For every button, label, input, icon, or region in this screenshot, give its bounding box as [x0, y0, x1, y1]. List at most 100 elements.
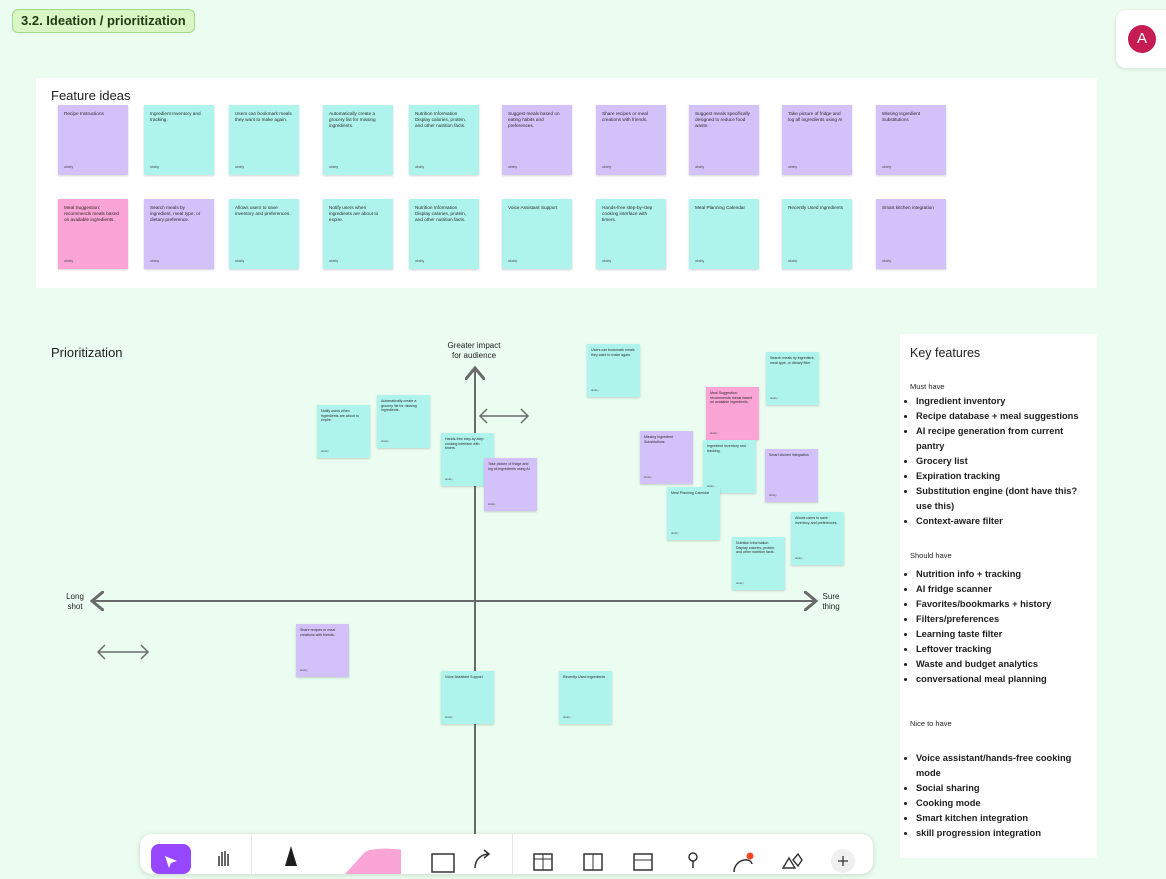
- sticky-note-author: ababy: [882, 165, 892, 169]
- sticky-note[interactable]: Share recipes or meal creations with fri…: [596, 105, 666, 175]
- sticky-note[interactable]: Automatically create a grocery list for …: [323, 105, 393, 175]
- sticky-note-text: Missing Ingredient Substitutions: [882, 111, 921, 122]
- marker-icon[interactable]: [280, 844, 302, 866]
- sticky-note[interactable]: Users can bookmark meals they want to ma…: [587, 344, 640, 397]
- sticky-note[interactable]: Ingredient Inventory and tracking. ababy: [144, 105, 214, 175]
- feature-list-item: skill progression integration: [916, 826, 1092, 841]
- axis-label-top: Greater impact for audience: [447, 341, 501, 360]
- must-have-label: Must have: [910, 382, 945, 391]
- sticky-note[interactable]: Nutrition Information Display calories, …: [409, 105, 479, 175]
- sticky-note-text: Hands-free step-by-step cooking interfac…: [445, 437, 484, 451]
- sticky-note[interactable]: Nutrition Information Display calories, …: [409, 199, 479, 269]
- feature-list-item: Expiration tracking: [916, 469, 1092, 484]
- feature-list-item: Nutrition info + tracking: [916, 567, 1092, 582]
- sticky-note[interactable]: Suggest meals specifically designed to r…: [689, 105, 759, 175]
- sticky-note[interactable]: Suggest meals based on eating habits and…: [502, 105, 572, 175]
- sticky-note-author: ababy: [445, 715, 453, 720]
- sticky-note-author: ababy: [150, 259, 160, 263]
- sticky-note-author: ababy: [150, 165, 160, 169]
- sticky-note[interactable]: Voice Assistant Support ababy: [441, 671, 494, 724]
- feature-list-item: Favorites/bookmarks + history: [916, 597, 1092, 612]
- stamp-icon[interactable]: [682, 850, 704, 872]
- sticky-note[interactable]: Meal Suggestion: recommends meals based …: [58, 199, 128, 269]
- sticky-note[interactable]: Take picture of fridge and log all ingre…: [484, 458, 537, 511]
- double-arrow-left: [96, 644, 150, 660]
- sticky-note-text: Suggest meals based on eating habits and…: [508, 111, 560, 128]
- sticky-note-text: Hands-free step-by-step cooking interfac…: [602, 205, 653, 222]
- sticky-note-text: Ingredient Inventory and tracking.: [150, 111, 201, 122]
- sticky-note-author: ababy: [671, 531, 679, 536]
- sticky-note-author: ababy: [710, 431, 718, 436]
- toolbar-separator: [251, 834, 252, 874]
- section-icon[interactable]: [582, 852, 604, 874]
- nice-to-have-label: Nice to have: [910, 719, 952, 728]
- move-icon[interactable]: [151, 844, 191, 874]
- highlighter-icon[interactable]: [345, 846, 403, 874]
- feature-list-item: Learning taste filter: [916, 627, 1092, 642]
- sticky-note[interactable]: Ingredient Inventory and tracking.ababy: [703, 440, 756, 493]
- sticky-note[interactable]: Allows users to save inventory and prefe…: [229, 199, 299, 269]
- sticky-note-text: Suggest meals specifically designed to r…: [695, 111, 750, 128]
- sticky-note-text: Voice Assistant Support: [508, 205, 558, 210]
- sticky-note[interactable]: Search meals by ingredient, meal type, o…: [766, 352, 819, 405]
- sticky-note[interactable]: Take picture of fridge and log all ingre…: [782, 105, 852, 175]
- sticky-note-author: ababy: [488, 502, 496, 507]
- sticky-note-text: Ingredient Inventory and tracking.: [707, 444, 746, 453]
- sticky-note-text: Allows users to save inventory and prefe…: [795, 516, 838, 525]
- sticky-note[interactable]: Notify users when ingredients are about …: [323, 199, 393, 269]
- sticky-note-author: ababy: [736, 581, 744, 586]
- emote-icon[interactable]: [730, 850, 754, 873]
- sticky-note-text: Take picture of fridge and log all ingre…: [488, 462, 530, 471]
- sticky-note-text: Nutrition Information Display calories, …: [415, 111, 467, 128]
- sticky-note[interactable]: Nutrition Information Display calories, …: [732, 537, 785, 590]
- sticky-note[interactable]: Automatically create a grocery list for …: [377, 395, 430, 448]
- sticky-note[interactable]: Meal Suggestion: recommends meals based …: [706, 387, 759, 440]
- more-icon[interactable]: [830, 848, 855, 873]
- sticky-note-author: ababy: [321, 449, 329, 454]
- sticky-note-author: ababy: [415, 259, 425, 263]
- table-icon[interactable]: [532, 852, 554, 874]
- sticky-note[interactable]: Users can bookmark meals they want to ma…: [229, 105, 299, 175]
- bottom-toolbar: [140, 834, 873, 874]
- sticky-note-text: Meal Suggestion: recommends meals based …: [710, 391, 753, 405]
- key-features-panel: Key features Must have Ingredient invent…: [900, 334, 1097, 858]
- shape-icon[interactable]: [430, 852, 455, 874]
- sticky-note-author: ababy: [300, 668, 308, 673]
- sticky-note[interactable]: Missing Ingredient Substitutions ababy: [876, 105, 946, 175]
- widgets-icon[interactable]: [780, 850, 803, 872]
- sticky-note[interactable]: Share recipes or meal creations with fri…: [296, 624, 349, 677]
- sticky-note[interactable]: Notify users when ingredients are about …: [317, 405, 370, 458]
- card-icon[interactable]: [632, 852, 654, 874]
- sticky-note-text: Search meals by ingredient, meal type, o…: [770, 356, 815, 365]
- user-avatar-panel[interactable]: A: [1116, 10, 1166, 68]
- sticky-note-text: Nutrition Information Display calories, …: [736, 541, 776, 555]
- feature-list-item: AI fridge scanner: [916, 582, 1092, 597]
- section-label[interactable]: 3.2. Ideation / prioritization: [12, 9, 195, 33]
- sticky-note-author: ababy: [445, 477, 453, 482]
- user-avatar[interactable]: A: [1128, 25, 1156, 53]
- sticky-note[interactable]: Search meals by ingredient, meal type, o…: [144, 199, 214, 269]
- should-have-label: Should have: [910, 551, 952, 560]
- sticky-note-text: Recently Used Ingredients: [563, 675, 606, 679]
- sticky-note-author: ababy: [591, 388, 599, 393]
- sticky-note[interactable]: Hands-free step-by-step cooking interfac…: [596, 199, 666, 269]
- connector-icon[interactable]: [471, 848, 493, 870]
- sticky-note-text: Notify users when ingredients are about …: [329, 205, 379, 222]
- sticky-note-text: Voice Assistant Support: [445, 675, 483, 679]
- sticky-note-author: ababy: [602, 259, 612, 263]
- feature-list-item: Context-aware filter: [916, 514, 1092, 529]
- sticky-note-text: Share recipes or meal creations with fri…: [300, 628, 336, 637]
- feature-list-item: conversational meal planning: [916, 672, 1092, 687]
- sticky-note[interactable]: Allows users to save inventory and prefe…: [791, 512, 844, 565]
- hand-icon[interactable]: [213, 846, 235, 868]
